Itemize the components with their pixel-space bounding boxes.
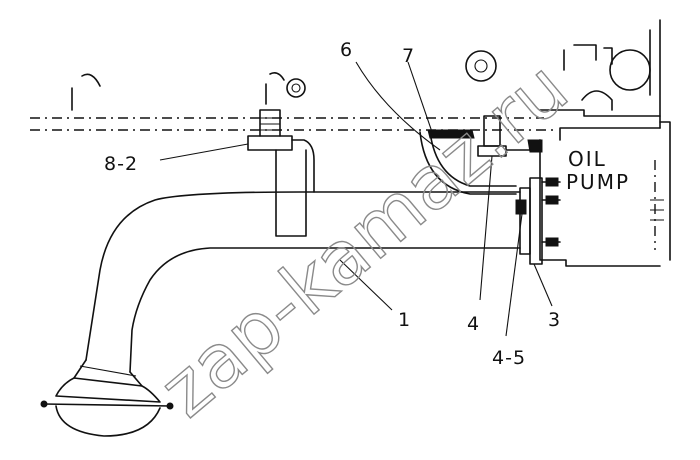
engine-block-outline — [71, 19, 661, 129]
label-part-4-5: 4-5 — [492, 347, 526, 369]
pipe-flange — [515, 177, 561, 265]
breather-tube — [419, 115, 543, 195]
label-part-4: 4 — [467, 313, 480, 335]
label-part-6: 6 — [340, 39, 353, 61]
watermark: zap-kamaz.ru — [144, 45, 584, 433]
oil-pump-label-line1: OIL — [568, 147, 607, 171]
suction-pipe — [73, 191, 521, 387]
label-part-3: 3 — [548, 309, 561, 331]
label-part-1: 1 — [398, 309, 411, 331]
label-part-8-2: 8-2 — [104, 153, 138, 175]
oil-strainer — [40, 377, 174, 437]
support-bracket — [247, 109, 315, 237]
label-part-7: 7 — [402, 45, 415, 67]
oil-pump-housing — [539, 121, 671, 267]
oil-pump-label-line2: PUMP — [566, 170, 630, 194]
leader-lines — [159, 61, 553, 337]
